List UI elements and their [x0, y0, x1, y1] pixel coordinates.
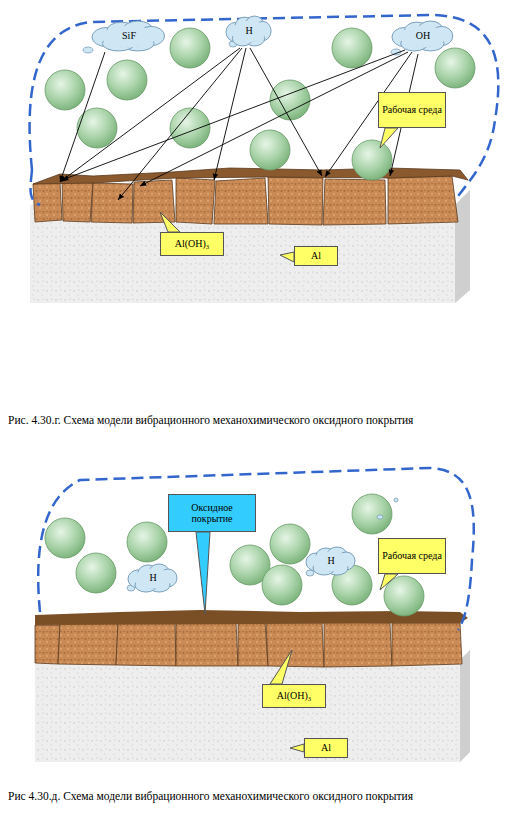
- gas-cloud: H: [128, 563, 178, 593]
- figure-caption: Рис 4.30.д. Схема модели вибрационного м…: [8, 790, 413, 802]
- working-medium-boundary: [30, 15, 499, 205]
- species-label: H: [327, 555, 334, 567]
- callout-text: Рабочая среда: [382, 550, 442, 562]
- species-label: OH: [416, 30, 430, 42]
- callout-box: Рабочая среда: [378, 538, 446, 574]
- species-label: H: [149, 572, 156, 584]
- gas-cloud: SiF: [92, 20, 166, 52]
- substrate: [35, 650, 470, 762]
- callout-text: Al: [311, 250, 321, 262]
- callout-text: Оксидное покрытие: [172, 502, 252, 525]
- callout-text: Al(OH)₃: [277, 690, 312, 702]
- reaction-arrows: [60, 48, 418, 200]
- callout-box: Рабочая среда: [378, 92, 446, 128]
- callout-box: Al: [294, 246, 338, 266]
- callout-box: Оксидное покрытие: [168, 494, 256, 532]
- figure-caption: Рис. 4.30.г. Схема модели вибрационного …: [8, 414, 413, 426]
- working-medium-boundary: [38, 468, 474, 630]
- hydroxide-grains: [33, 168, 468, 225]
- media-spheres: [45, 494, 424, 616]
- callout-text: Al(OH)₃: [175, 238, 210, 250]
- media-spheres: [45, 28, 475, 180]
- gas-cloud: H: [306, 546, 356, 576]
- species-label: SiF: [122, 30, 136, 42]
- callout-tails: [196, 532, 398, 752]
- callout-text: Рабочая среда: [382, 104, 442, 116]
- callout-box: Al(OH)₃: [262, 684, 326, 708]
- gas-cloud: OH: [392, 20, 454, 52]
- hydroxide-grains: [35, 622, 462, 667]
- callout-box: Al(OH)₃: [160, 232, 224, 256]
- callout-tails: [160, 128, 398, 262]
- species-label: H: [245, 25, 252, 37]
- callout-box: Al: [304, 738, 348, 758]
- gas-cloud: H: [226, 15, 272, 47]
- callout-text: Al: [321, 742, 331, 754]
